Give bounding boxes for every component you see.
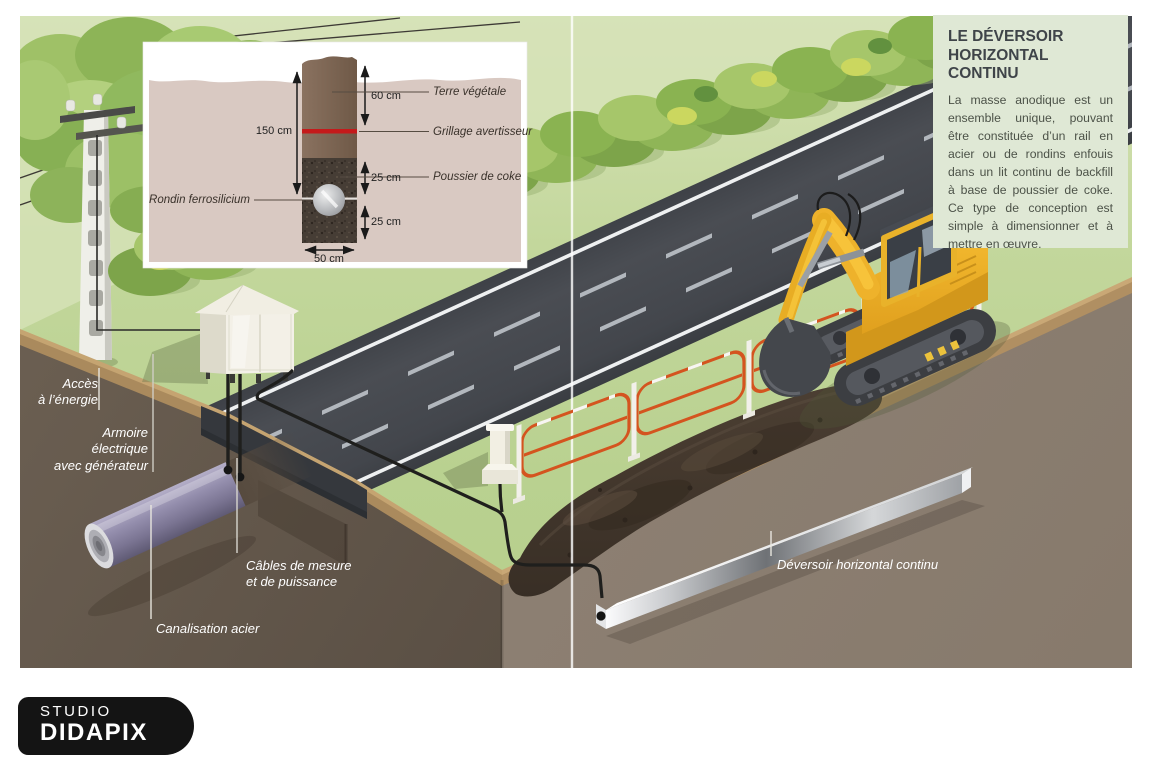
cable-end [223, 465, 233, 475]
inset-dim-60cm: 60 cm [371, 90, 401, 102]
excavator-bucket [759, 318, 831, 397]
anode-rail [596, 467, 985, 644]
electrical-cabinet [142, 284, 299, 384]
label-armoire-electrique: Armoire électrique avec générateur [54, 425, 148, 473]
studio-didapix-logo: STUDIO DIDAPIX [18, 697, 194, 755]
cross-section-inset [142, 41, 528, 269]
rail-cable-connection [596, 611, 606, 621]
soil-cut-right [502, 283, 1132, 668]
power-pole [60, 93, 204, 368]
road-crossing-cable [255, 368, 604, 599]
inset-label-grillage: Grillage avertisseur [433, 126, 533, 138]
soil-cut-left [20, 335, 502, 668]
inset-label-terre-vegetale: Terre végétale [433, 86, 507, 98]
inset-label-rondin: Rondin ferrosilicium [149, 194, 250, 206]
inset-dim-25cm-upper: 25 cm [371, 172, 401, 184]
label-deversoir: Déversoir horizontal continu [777, 557, 939, 572]
excavator-base [846, 268, 988, 366]
soil-mound [508, 383, 883, 597]
road-edge-line [150, 16, 1132, 448]
info-panel: LE DÉVERSOIR HORIZONTAL CONTINU La masse… [933, 15, 1128, 251]
info-panel-body: La masse anodique est un ensemble unique… [948, 92, 1113, 252]
hydraulic-hose [847, 193, 862, 241]
inset-warning-mesh [302, 129, 357, 134]
hydraulic-hose [816, 191, 852, 237]
label-canalisation: Canalisation acier [156, 621, 260, 636]
crossarm [76, 123, 152, 140]
excavator-near-track [834, 309, 996, 406]
info-panel-title: LE DÉVERSOIR HORIZONTAL CONTINU [948, 28, 1064, 83]
label-leader-lines [98, 354, 772, 619]
cables [226, 368, 604, 599]
logo-studio-text: STUDIO [40, 703, 112, 720]
label-acces-energie: Accès à l’énergie [38, 376, 98, 408]
pipe-shadow [88, 535, 256, 617]
steel-pipe [84, 432, 312, 569]
dimension-arrows [292, 65, 370, 255]
label-cables: Câbles de mesure et de puissance [246, 558, 352, 590]
inset-leader-lines [254, 91, 429, 201]
inset-dim-50cm: 50 cm [314, 253, 344, 265]
pole-cable [96, 135, 204, 331]
inset-dim-150cm: 150 cm [255, 125, 292, 137]
logo-didapix-text: DIDAPIX [40, 719, 148, 747]
cable-end [235, 472, 245, 482]
measurement-post [443, 424, 518, 489]
post-cable [498, 483, 504, 513]
inset-topsoil-column [302, 56, 357, 158]
trench-shading [258, 480, 346, 566]
crossarm [60, 106, 135, 123]
soil-lip-left [20, 331, 502, 586]
inset-label-poussier: Poussier de coke [433, 171, 522, 183]
excavator [759, 191, 1011, 429]
inset-dim-25cm-lower: 25 cm [371, 216, 401, 228]
